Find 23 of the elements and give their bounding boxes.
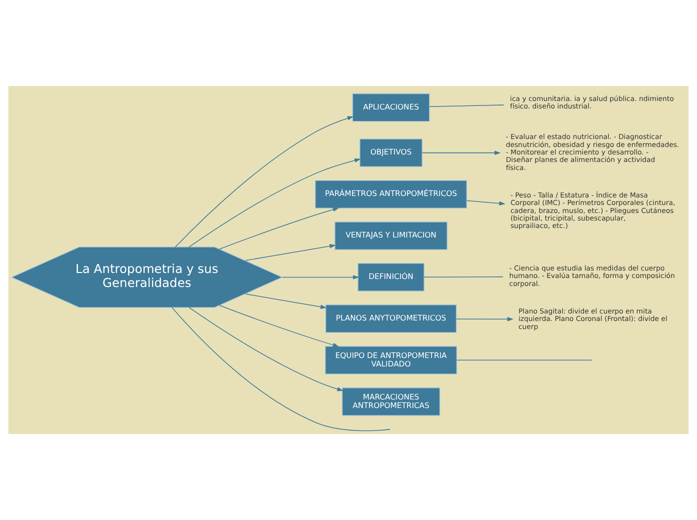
arrow	[174, 116, 354, 248]
connector	[172, 307, 390, 432]
arrow	[456, 317, 514, 322]
node-box: EQUIPO DE ANTROPOMETRIA VALIDADO	[324, 346, 458, 374]
connector	[424, 276, 504, 278]
arrow	[244, 244, 336, 261]
arrow	[219, 305, 340, 347]
arrow	[282, 275, 360, 280]
arrow	[219, 208, 340, 250]
node-box: DEFINICIÓN	[358, 263, 424, 292]
connector	[429, 104, 504, 108]
arrow	[244, 294, 327, 309]
arrow	[466, 200, 506, 206]
arrow	[422, 150, 501, 155]
node-box: VENTAJAS Y LIMITACION	[334, 222, 448, 250]
node-box: PLANOS ANYTOPOMETRICOS	[325, 304, 457, 333]
arrow	[188, 306, 344, 392]
connector	[456, 360, 592, 361]
node-box: MARCACIONES ANTROPOMETRICAS	[342, 387, 440, 416]
node-box: OBJETIVOS	[360, 138, 422, 168]
node-box: PARÁMETROS ANTROPOMÉTRICOS	[315, 180, 468, 208]
arrow	[188, 158, 361, 248]
node-box: APLICACIONES	[352, 93, 430, 122]
